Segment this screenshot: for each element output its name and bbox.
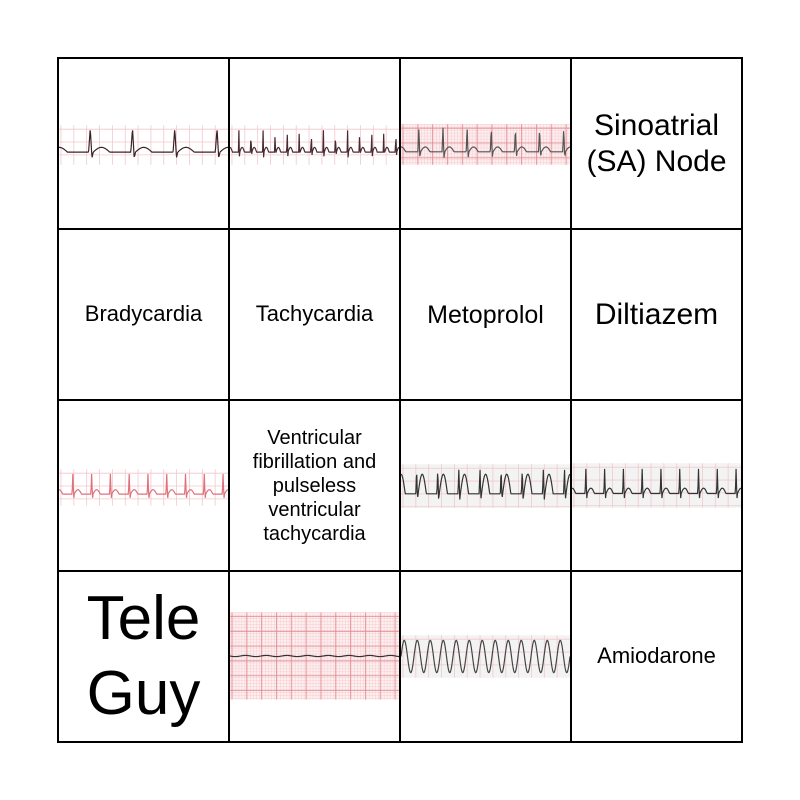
bingo-cell[interactable]: Ventricular fibrillation and pulseless v… (229, 400, 400, 571)
ecg-tachycardia-strip (230, 125, 399, 165)
bingo-cell[interactable] (58, 400, 229, 571)
cell-label: Bradycardia (84, 301, 203, 327)
bingo-cell[interactable]: Diltiazem (571, 229, 742, 400)
bingo-cell[interactable]: Sinoatrial (SA) Node (571, 58, 742, 229)
ecg-trace (401, 127, 570, 158)
bingo-cell[interactable]: Tachycardia (229, 229, 400, 400)
bingo-cell[interactable] (400, 571, 571, 742)
bingo-cell[interactable]: Metoprolol (400, 229, 571, 400)
bingo-cell[interactable] (229, 571, 400, 742)
ecg-bradycardia-strip (59, 125, 228, 165)
cell-label: Metoprolol (427, 300, 544, 329)
ecg-trace (230, 654, 399, 658)
cell-label: Tele Guy (86, 584, 201, 728)
ecg-vtach-strip (401, 635, 570, 678)
ecg-sinus-strip (59, 469, 228, 506)
bingo-cell[interactable] (400, 58, 571, 229)
bingo-cell[interactable]: Amiodarone (571, 571, 742, 742)
ecg-trace (572, 468, 741, 499)
ecg-svt-strip (401, 124, 570, 165)
bingo-cell[interactable]: Tele Guy (58, 571, 229, 742)
bingo-cell[interactable] (571, 400, 742, 571)
ecg-trace (59, 473, 228, 498)
ecg-irregular-strip (572, 463, 741, 508)
bingo-cell[interactable] (58, 58, 229, 229)
cell-label: Sinoatrial (SA) Node (586, 108, 727, 178)
ecg-trace (59, 130, 228, 158)
ecg-trace (230, 130, 399, 158)
ecg-asystole-strip (230, 612, 399, 700)
ecg-trace (401, 469, 570, 500)
bingo-cell[interactable]: Bradycardia (58, 229, 229, 400)
bingo-cell[interactable] (400, 400, 571, 571)
cell-label: Ventricular fibrillation and pulseless v… (252, 426, 377, 545)
ecg-wide-complex-strip (401, 464, 570, 508)
cell-label: Tachycardia (255, 301, 374, 327)
cell-label: Amiodarone (597, 643, 716, 669)
cell-label: Diltiazem (594, 297, 719, 331)
bingo-cell[interactable] (229, 58, 400, 229)
ecg-trace (401, 639, 570, 674)
